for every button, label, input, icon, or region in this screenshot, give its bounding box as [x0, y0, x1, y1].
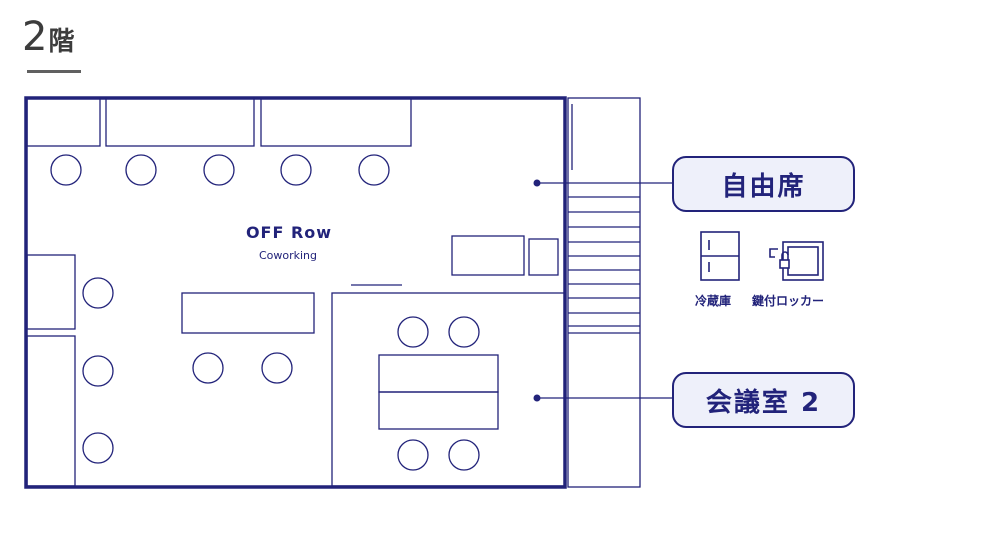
stool: [125, 154, 157, 186]
counter-top-2: [105, 97, 255, 147]
stool: [82, 277, 114, 309]
leader-dot: [533, 394, 541, 402]
counter-left-2: [26, 335, 76, 487]
outer-wall: [24, 96, 567, 489]
leader-dot: [533, 179, 541, 187]
stool: [261, 352, 293, 384]
floor-suffix: 階: [48, 27, 75, 57]
area-subtitle: Coworking: [259, 249, 317, 262]
stairs-outline: [567, 97, 641, 488]
meeting-table: [378, 391, 499, 430]
cabinet: [528, 238, 559, 276]
callout-free-seats: 自由席: [672, 156, 855, 212]
center-table: [181, 292, 315, 334]
stool: [50, 154, 82, 186]
counter-top-1: [26, 97, 101, 147]
floor-number: 2: [22, 14, 49, 60]
locker-icon: [769, 241, 824, 281]
chair: [397, 316, 429, 348]
chair: [448, 439, 480, 471]
area-name: OFF Row: [246, 223, 332, 242]
stool: [82, 432, 114, 464]
title-underline: [27, 70, 81, 73]
stool: [280, 154, 312, 186]
meeting-table: [378, 354, 499, 393]
stool: [203, 154, 235, 186]
stool: [358, 154, 390, 186]
fridge-icon: [700, 231, 740, 281]
floor-title: 2階: [22, 14, 74, 60]
callout-meeting-room: 会議室 2: [672, 372, 855, 428]
counter-top-3: [260, 97, 412, 147]
cabinet: [451, 235, 525, 276]
legend-label-locker: 鍵付ロッカー: [752, 294, 825, 308]
chair: [397, 439, 429, 471]
stool: [82, 355, 114, 387]
legend-label-fridge: 冷蔵庫: [695, 294, 732, 308]
chair: [448, 316, 480, 348]
counter-left-1: [26, 254, 76, 330]
stool: [192, 352, 224, 384]
